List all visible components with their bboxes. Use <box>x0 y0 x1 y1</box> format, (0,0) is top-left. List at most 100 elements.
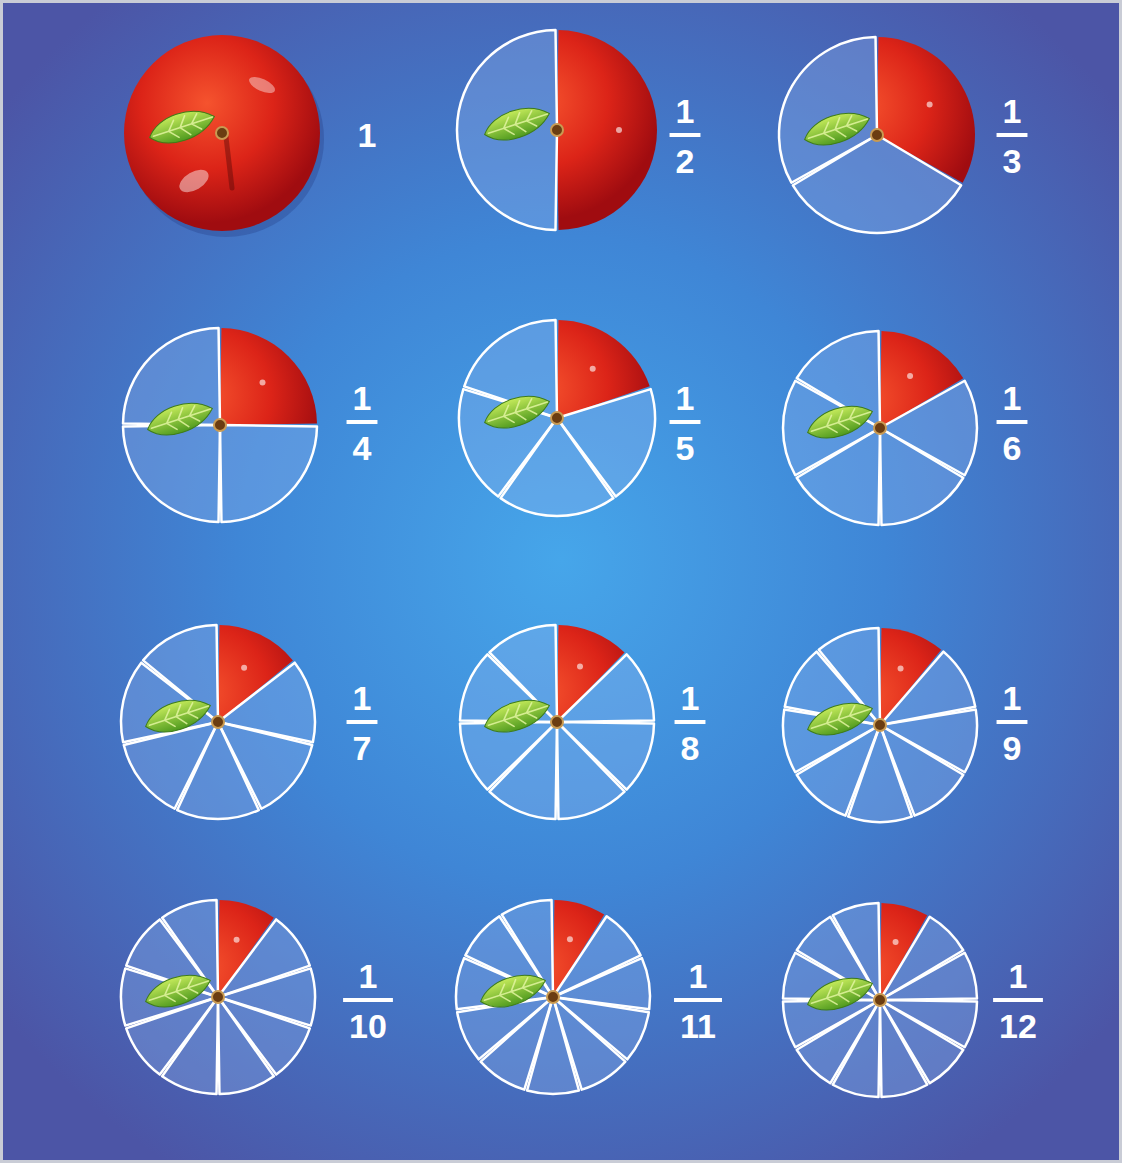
apple <box>457 30 657 230</box>
fraction-denominator: 4 <box>353 431 372 465</box>
fraction-bar <box>670 420 701 424</box>
apple-slice <box>220 328 317 425</box>
highlight <box>176 165 213 197</box>
fraction-bar <box>670 133 701 137</box>
highlight <box>898 665 904 671</box>
stem <box>551 716 563 728</box>
highlight <box>567 936 573 942</box>
fraction-numerator: 1 <box>676 381 695 415</box>
fraction-bar <box>997 720 1028 724</box>
fraction-denominator: 2 <box>676 144 695 178</box>
fraction-bar <box>347 420 378 424</box>
highlight <box>234 937 240 943</box>
whole-number: 1 <box>358 118 377 152</box>
apple <box>456 900 650 1094</box>
fraction-denominator: 3 <box>1003 144 1022 178</box>
apple-group <box>121 30 977 1097</box>
empty-slice <box>880 1000 927 1097</box>
fraction-numerator: 1 <box>1003 381 1022 415</box>
apple <box>124 35 324 237</box>
whole-apple <box>124 35 320 231</box>
fraction-denominator: 6 <box>1003 431 1022 465</box>
empty-slice <box>220 425 317 522</box>
empty-slice <box>557 654 654 722</box>
leaf-blade <box>480 692 553 739</box>
leaf-vein <box>481 972 546 1010</box>
leaf-vein <box>146 972 211 1010</box>
fraction-denominator: 10 <box>349 1009 387 1043</box>
leaf-vein <box>485 105 550 143</box>
leaf-blade <box>476 967 549 1014</box>
fraction-numerator: 1 <box>1003 94 1022 128</box>
leaf-vein <box>485 697 550 735</box>
leaf-vein <box>146 697 211 735</box>
leaf-blade <box>141 967 214 1014</box>
fraction-denominator: 8 <box>681 731 700 765</box>
empty-slice <box>218 997 274 1094</box>
fraction-numerator: 1 <box>676 94 695 128</box>
empty-slice <box>459 389 557 496</box>
highlight <box>927 102 933 108</box>
leaf <box>480 100 553 147</box>
fraction-denominator: 9 <box>1003 731 1022 765</box>
leaf-blade <box>803 398 876 445</box>
stem <box>871 129 883 141</box>
fraction-bar <box>675 720 706 724</box>
empty-slice <box>880 953 977 1000</box>
leaf-vein <box>808 700 873 738</box>
stem <box>212 716 224 728</box>
fraction-numerator: 1 <box>689 959 708 993</box>
stem <box>216 127 228 139</box>
empty-slice <box>457 30 557 230</box>
empty-slice <box>779 37 877 183</box>
leaf <box>803 398 876 445</box>
highlight <box>590 366 596 372</box>
highlight <box>260 379 266 385</box>
stem <box>874 994 886 1006</box>
leaf <box>141 967 214 1014</box>
fraction-denominator: 5 <box>676 431 695 465</box>
fraction-bar <box>674 998 722 1002</box>
fraction-numerator: 1 <box>353 681 372 715</box>
fraction-bar <box>993 998 1043 1002</box>
stem <box>874 719 886 731</box>
apple <box>121 625 315 819</box>
leaf <box>800 105 873 152</box>
highlight <box>247 74 277 97</box>
apple <box>121 900 315 1094</box>
leaf-blade <box>141 692 214 739</box>
stem <box>547 991 559 1003</box>
leaf-blade <box>803 695 876 742</box>
empty-slice <box>123 425 220 522</box>
leaf-blade <box>143 395 216 442</box>
leaf <box>480 388 553 435</box>
fraction-numerator: 1 <box>353 381 372 415</box>
leaf-blade <box>145 103 218 150</box>
leaf-vein <box>808 403 873 441</box>
fraction-bar <box>343 998 393 1002</box>
fraction-bar <box>997 420 1028 424</box>
apple <box>783 628 977 822</box>
highlight <box>907 373 913 379</box>
leaf-blade <box>480 388 553 435</box>
stem <box>214 419 226 431</box>
leaf <box>145 103 218 150</box>
leaf <box>803 695 876 742</box>
apple <box>460 625 654 819</box>
fraction-denominator: 12 <box>999 1009 1037 1043</box>
empty-slice <box>557 722 625 819</box>
leaf-vein <box>150 108 215 146</box>
leaf <box>803 970 876 1017</box>
leaf-vein <box>805 110 870 148</box>
stem <box>551 412 563 424</box>
fraction-numerator: 1 <box>681 681 700 715</box>
leaf-blade <box>480 100 553 147</box>
leaf-vein <box>485 393 550 431</box>
fraction-numerator: 1 <box>359 959 378 993</box>
stem <box>551 124 563 136</box>
